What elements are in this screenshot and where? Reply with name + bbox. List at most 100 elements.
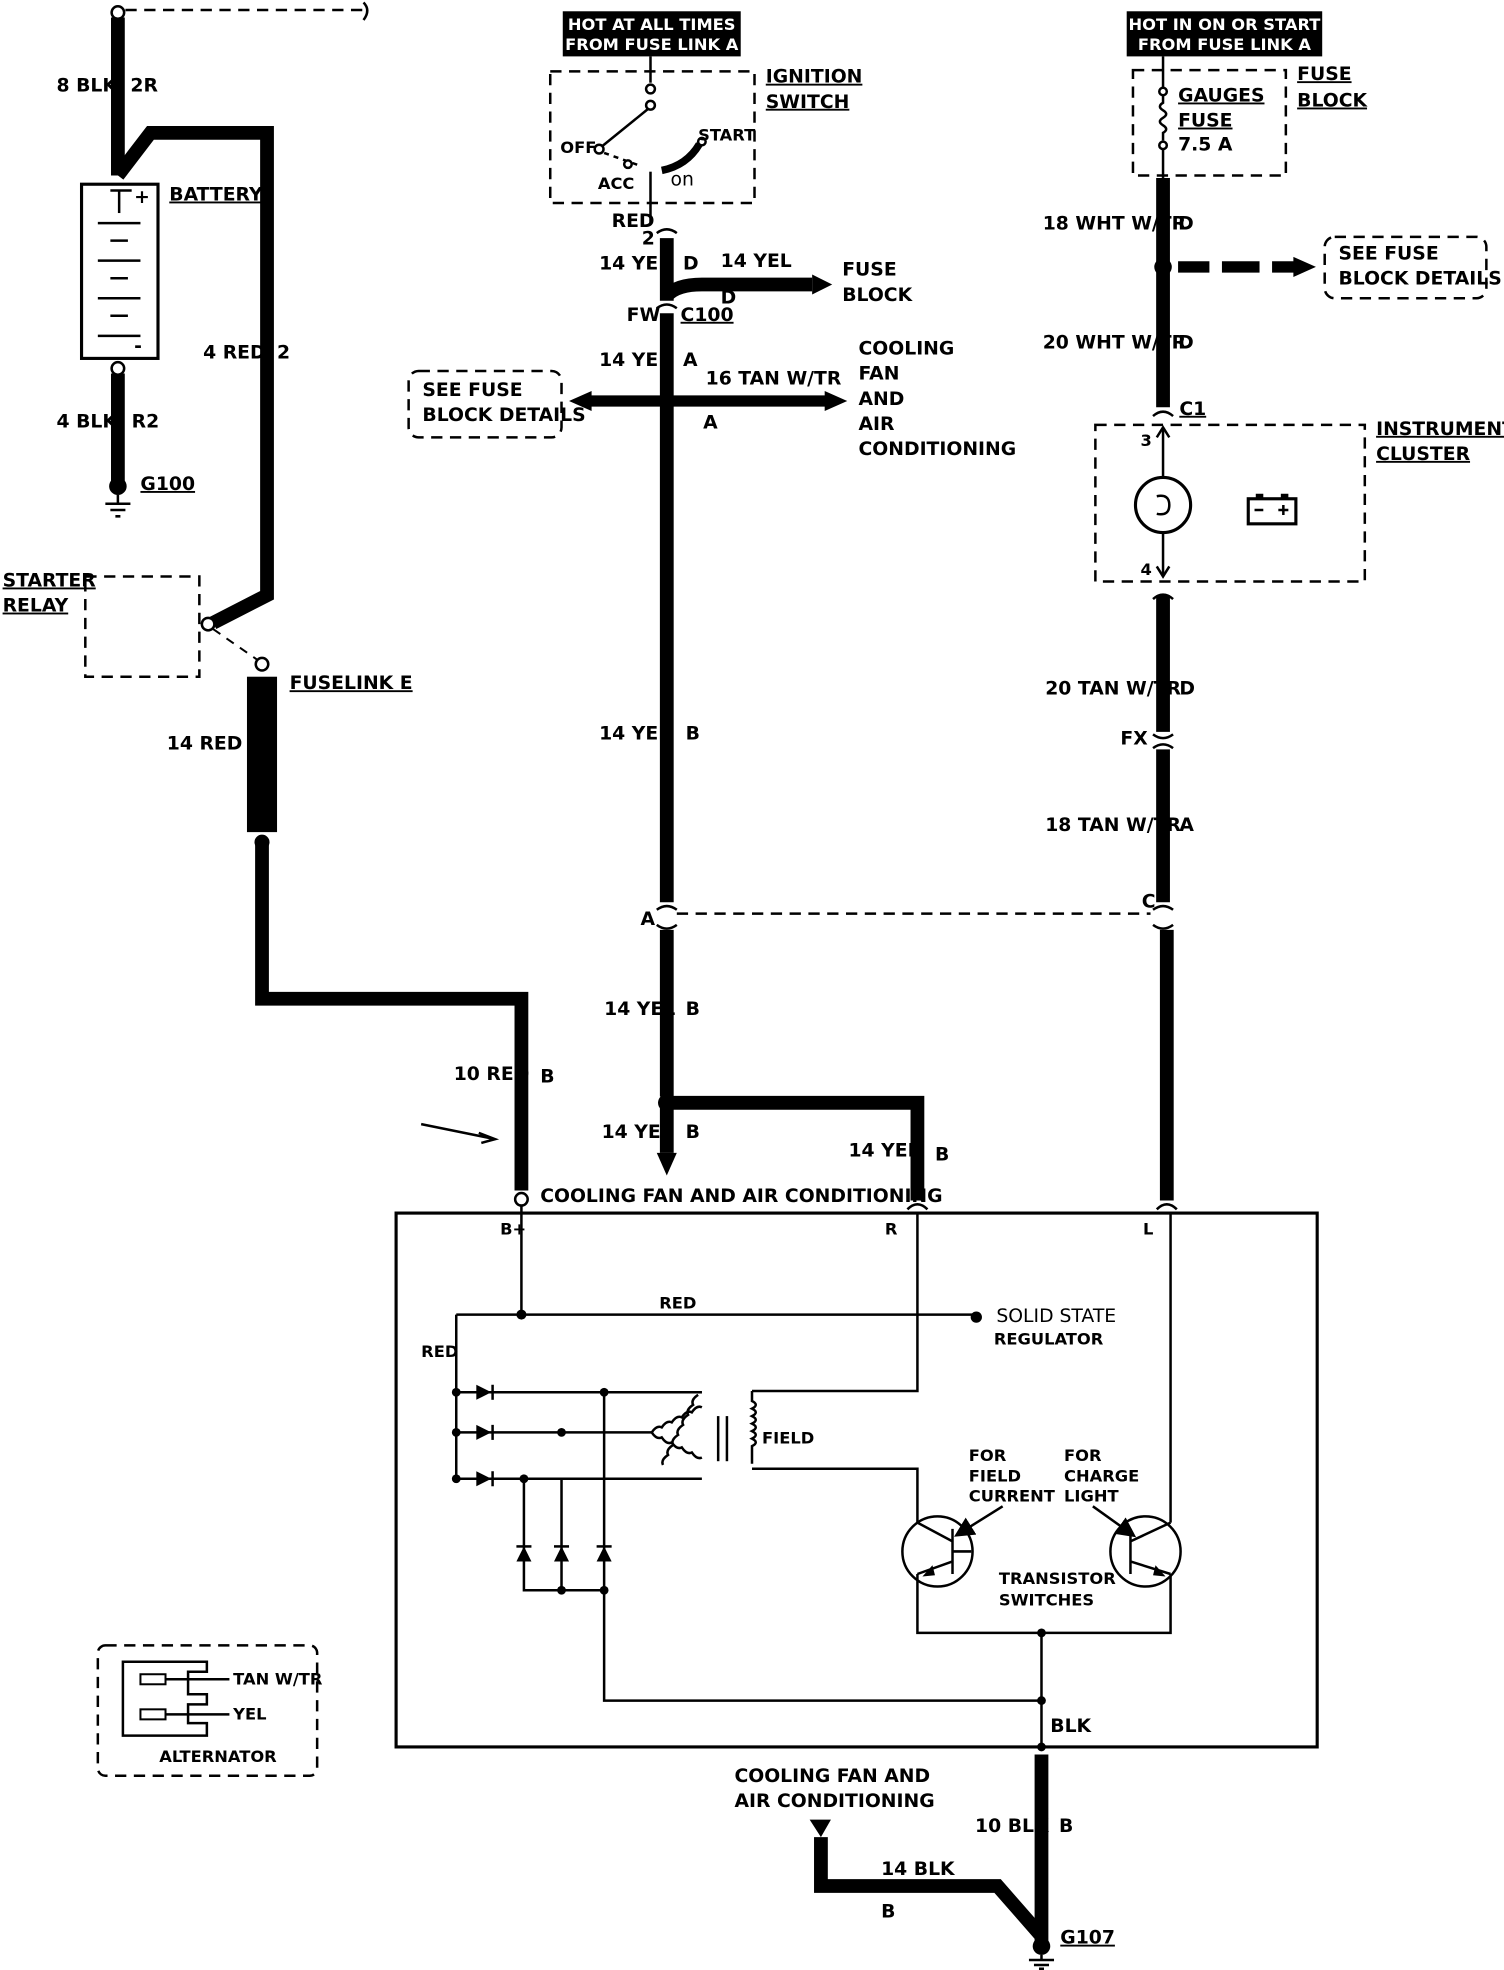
wire-label: 4 BLK [56,411,118,432]
see-fuse-block-label: SEE FUSE [422,380,522,401]
cooling-arrow-label: CONDITIONING [859,439,1017,460]
cooling-fan-label: AIR CONDITIONING [734,1791,934,1812]
wire-label: 18 TAN W/TR [1045,815,1181,836]
gauges-fuse-label: FUSE [1178,111,1232,132]
circuit-label: A [683,350,698,371]
internal-wire-label: RED [659,1293,696,1312]
wire-label: 14 YEL [721,251,792,272]
wire-label: 14 YEL [848,1141,919,1162]
ground-g107-label: G107 [1060,1928,1115,1949]
fuselink-label: FUSELINK E [290,673,413,694]
pin-label: 2 [642,228,655,249]
regulator-label: REGULATOR [994,1330,1104,1349]
see-fuse-block-label: BLOCK DETAILS [1338,268,1501,289]
connector-c100-label: C100 [681,305,734,326]
wire-label: 10 RED [454,1064,530,1085]
pin-label: 4 [1140,560,1151,579]
ignition-switch-label: SWITCH [766,92,850,113]
internal-wire-label: RED [421,1342,458,1361]
circuit-label: B [686,723,700,744]
hot-in-on-or-start-label: FROM FUSE LINK A [1138,35,1312,54]
wire-label: 14 YEL [599,350,670,371]
wire-label: 8 BLK [56,75,118,96]
circuit-label: A [1179,815,1194,836]
circuit-label: 2 [277,342,290,363]
wire-label: 14 YEL [599,723,670,744]
stator-winding [650,1391,703,1466]
circuit-label: D [1178,213,1194,234]
wire-label: 14 RED [167,733,243,754]
circuit-label: D [1178,332,1194,353]
battery-branch: 8 BLK 2R + - BATTERY 4 BLK R2 G100 4 RED… [56,1,369,629]
alternator-header: COOLING FAN AND AIR CONDITIONING [540,1186,942,1207]
transistor-label: TRANSISTOR [999,1569,1116,1588]
ign-on-label: on [671,169,694,190]
connector-label: A [640,909,655,930]
wire-label: 14 BLK [881,1859,956,1880]
terminal-b-plus: B+ [500,1219,526,1238]
connector-label: FX [1120,728,1148,749]
wire-label: 14 YEL [604,999,675,1020]
fuselink-e: FUSELINK E 14 RED 10 RED B [167,673,555,1207]
for-field-label: FOR [969,1446,1007,1465]
for-charge-label: FOR [1064,1446,1102,1465]
circuit-label: B [935,1144,949,1165]
legend-yel-label: YEL [232,1704,266,1723]
battery-warning-icon [1246,493,1298,526]
battery-plus: + [134,187,150,208]
wire-label: 16 TAN W/TR [706,369,842,390]
terminal-l: L [1143,1219,1153,1238]
transistor-charge [1092,1505,1182,1588]
wire-label: 10 BLK [975,1816,1050,1837]
connector-label: FW [627,305,661,326]
wire-label: 14 YEL [599,253,670,274]
hot-at-all-times-label: FROM FUSE LINK A [565,35,739,54]
circuit-label: B [540,1067,554,1088]
connector-label: C [1142,891,1156,912]
ignition-switch-label: IGNITION [766,67,863,88]
hot-at-all-times-box: HOT AT ALL TIMES FROM FUSE LINK A [562,11,741,83]
starter-relay: STARTER RELAY [3,570,270,678]
cooling-arrow-label: AIR [859,414,896,435]
wire-label: RED [612,211,655,232]
pin-label: 3 [1140,431,1151,450]
alternator: COOLING FAN AND AIR CONDITIONING B+ R L [394,1186,1319,1752]
gauges-fuse-label: GAUGES [1178,86,1264,107]
alternator-connector-legend: TAN W/TR YEL ALTERNATOR [96,1644,323,1778]
see-fuse-block-label: BLOCK DETAILS [422,405,585,426]
fuse-rating: 7.5 A [1178,134,1233,155]
ign-acc-label: ACC [598,174,635,193]
cooling-arrow-label: FAN [859,364,900,385]
hot-at-all-times-label: HOT AT ALL TIMES [568,15,736,34]
wire-label: 20 WHT W/TR [1043,332,1187,353]
field-coil [749,1391,757,1464]
fuse-block-label: BLOCK [1297,91,1368,112]
connector-c1-label: C1 [1179,399,1206,420]
fuse-block: FUSE BLOCK GAUGES FUSE 7.5 A [1131,64,1368,178]
ground-g100-label: G100 [140,474,195,495]
internal-wire-label: BLK [1050,1716,1092,1737]
right-circuit: 18 WHT W/TR D SEE FUSE BLOCK DETAILS 20 … [1043,177,1502,420]
wire-label: 20 TAN W/TR [1045,678,1181,699]
battery-label: BATTERY [169,185,263,206]
ign-off-label: OFF [560,138,596,157]
wire-label: 18 WHT W/TR [1043,213,1187,234]
battery-symbol [79,182,160,360]
fuse-block-label: FUSE [1297,64,1351,85]
legend-tan-label: TAN W/TR [233,1669,323,1688]
circuit-label: B [881,1901,895,1922]
for-charge-label: CHARGE [1064,1466,1139,1485]
ground-g107: COOLING FAN AND AIR CONDITIONING 10 BLK … [734,1754,1115,1970]
for-charge-label: LIGHT [1064,1486,1119,1505]
hot-in-on-or-start-box: HOT IN ON OR START FROM FUSE LINK A [1126,11,1323,88]
cooling-arrow-label: AND [859,389,905,410]
instrument-cluster-label: INSTRUMENT [1376,419,1504,440]
transistor-label: SWITCHES [999,1590,1094,1609]
circuit-label: R2 [132,411,160,432]
splice-point [110,5,126,21]
fuse-block-arrow-label: BLOCK [842,285,913,306]
cooling-arrow-label: COOLING [859,339,955,360]
right-lower-circuit: 20 TAN W/TR D FX 18 TAN W/TR A C [1045,593,1195,1211]
ign-start-label: START [698,125,756,144]
